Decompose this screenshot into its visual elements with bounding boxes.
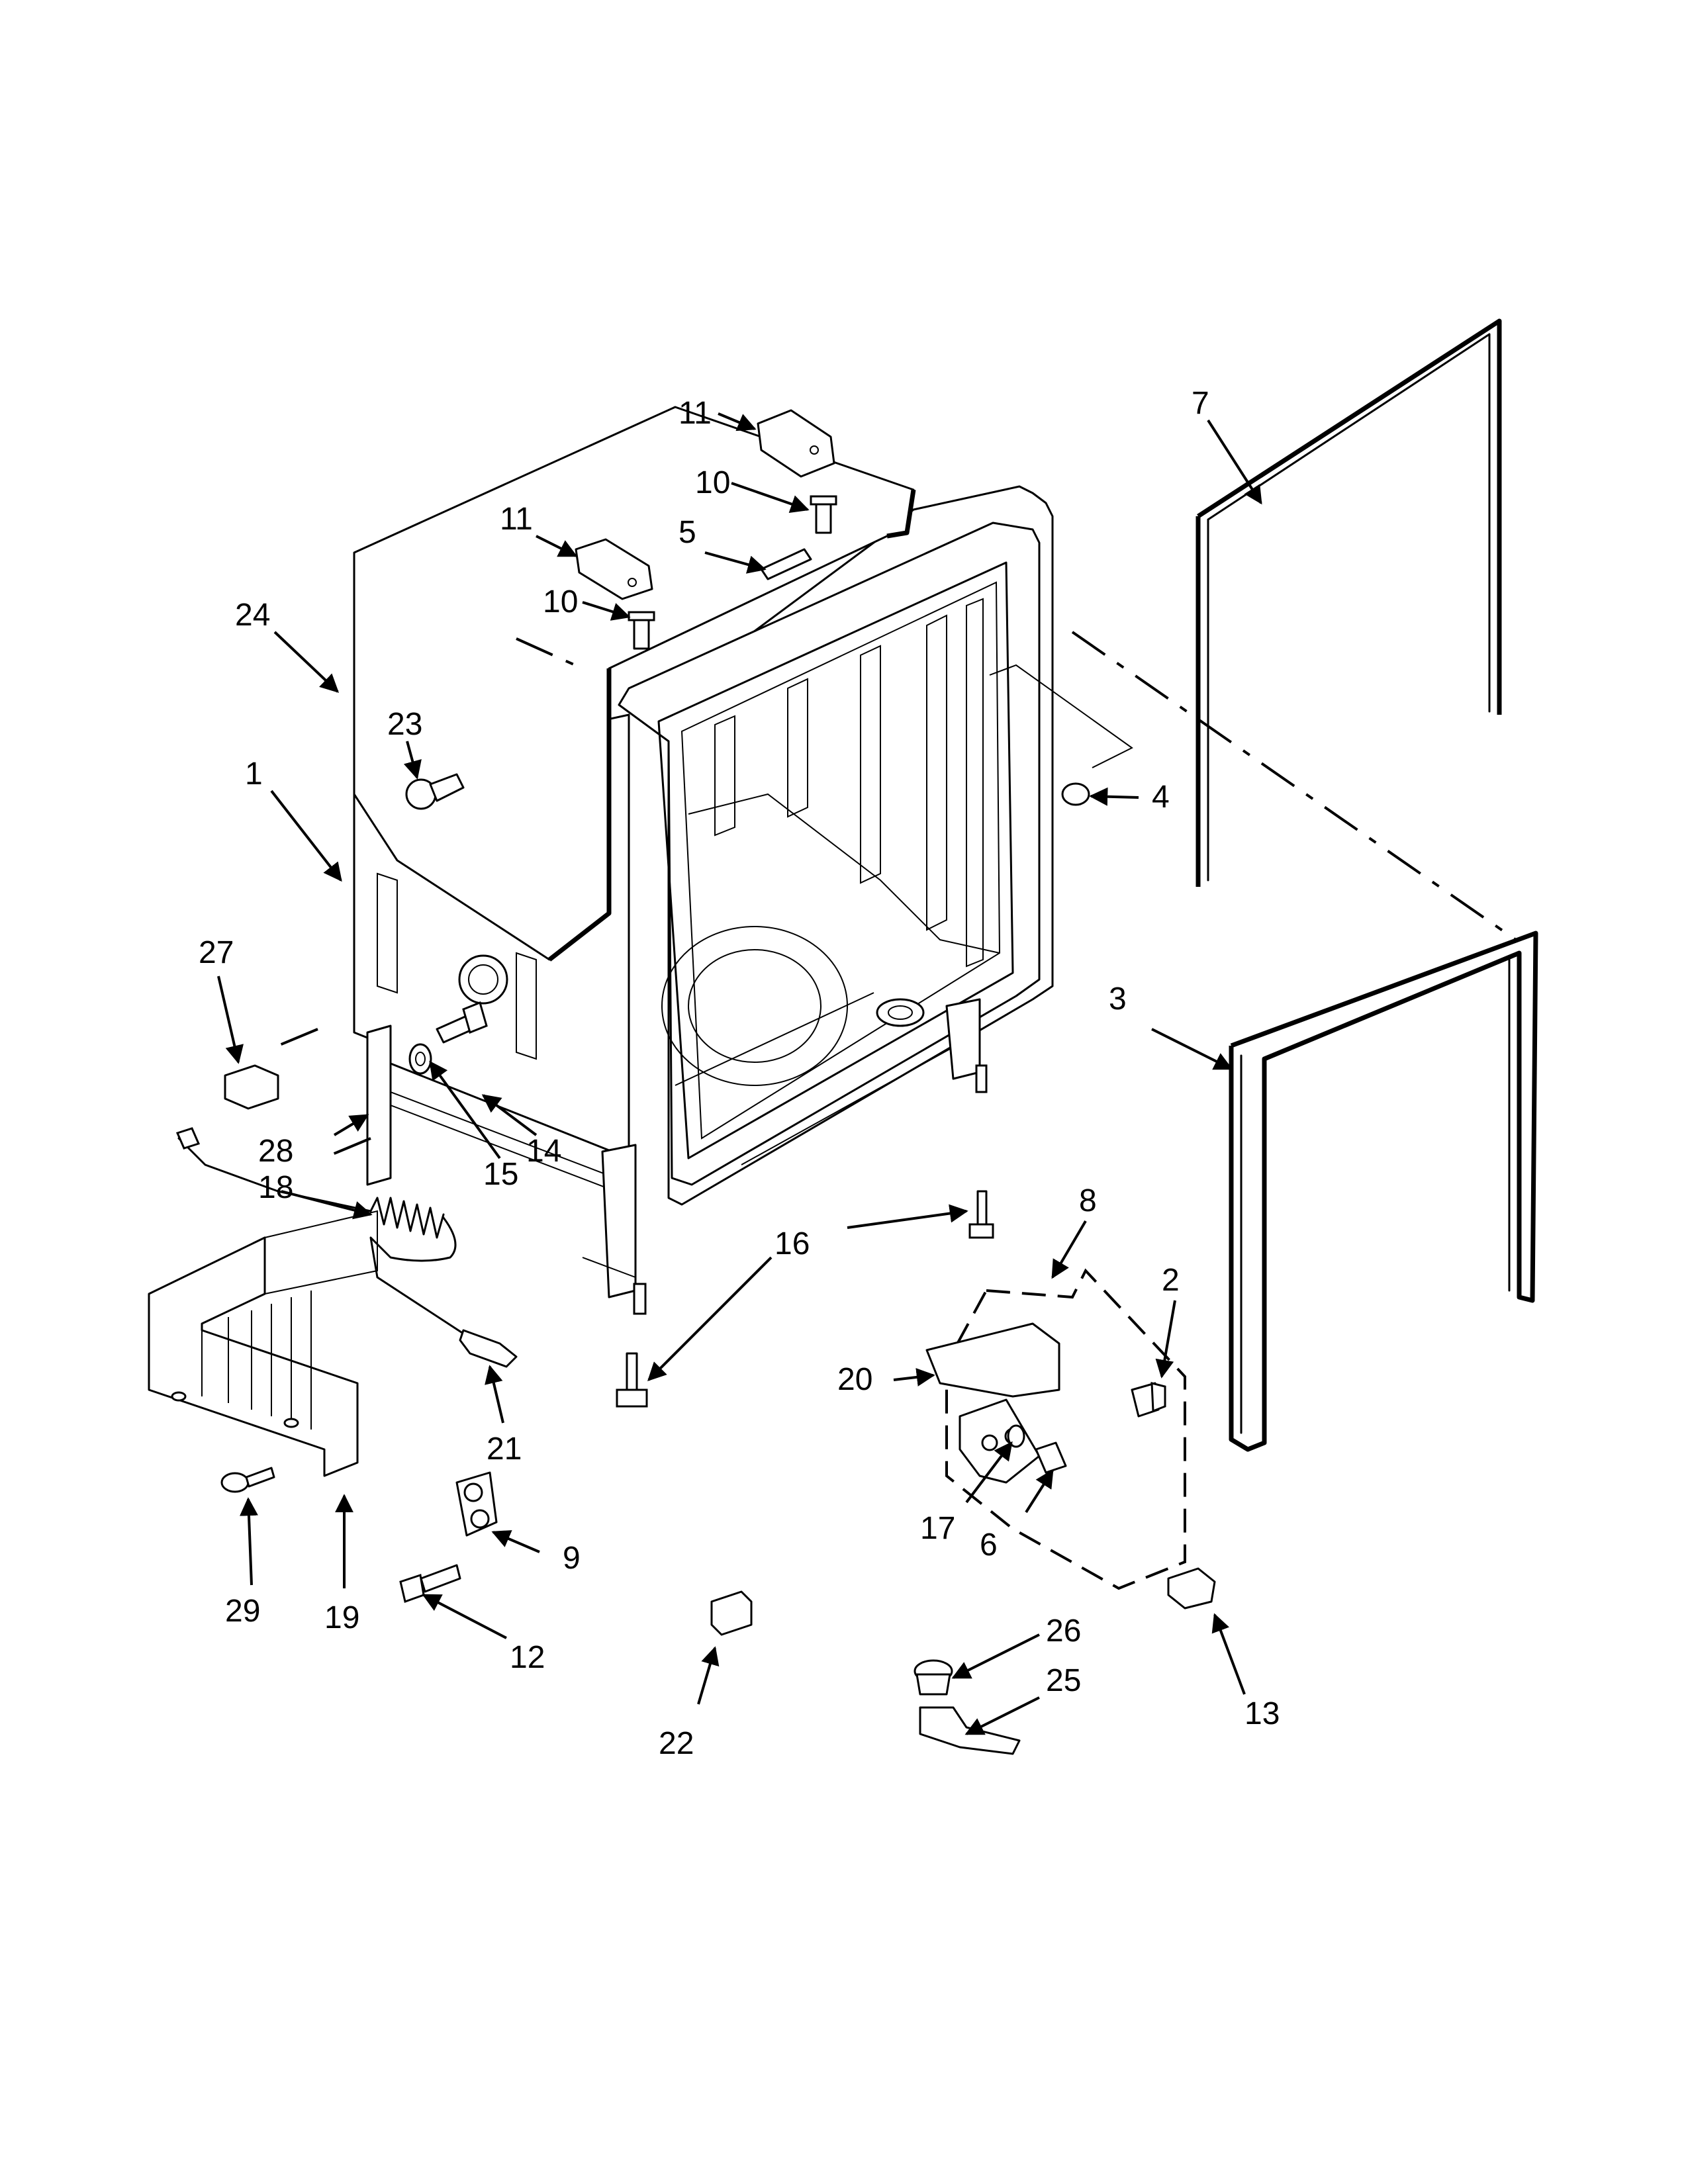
alignment-line-wrap [277,1028,371,1156]
part-label-19: 19 [324,1600,359,1635]
access-panel [148,1210,378,1477]
hinge-bracket-lower [575,538,653,600]
part-label-10: 10 [695,465,730,500]
alignment-line-insulation [516,637,583,670]
part-label-8: 8 [1079,1183,1097,1218]
part-label-24: 24 [235,598,270,633]
part-label-2: 2 [1162,1263,1180,1298]
part-label-12: 12 [510,1640,545,1675]
part-label-27: 27 [199,935,234,970]
clip [224,1064,279,1110]
part-label-18: 18 [258,1170,293,1205]
part-label-26: 26 [1046,1614,1081,1649]
door-gasket-lower [1229,931,1538,1452]
part-label-20: 20 [837,1362,872,1397]
part-label-6: 6 [980,1527,998,1563]
leveling-leg-left [616,1352,648,1408]
door-gasket-upper [1196,318,1502,887]
part-label-11: 11 [679,396,712,431]
part-label-1: 1 [245,756,263,792]
cable-link [459,1329,518,1368]
bracket-kit [925,1268,1186,1590]
part-labels: 7 11 10 11 5 10 24 23 1 4 3 27 14 28 15 … [199,386,1280,1761]
alignment-line-gasket [1071,631,1517,941]
washer-15 [408,1043,432,1075]
hinge-bracket-upper [757,409,835,478]
plug-button [405,773,465,810]
part-label-3: 3 [1109,981,1127,1017]
part-label-28: 28 [258,1134,293,1169]
part-label-25: 25 [1046,1663,1081,1698]
fastener-29 [220,1467,275,1493]
bolt-12 [399,1564,461,1603]
retainer-13 [1167,1567,1216,1610]
part-label-9: 9 [563,1541,581,1576]
part-label-5: 5 [679,515,696,550]
part-label-10: 10 [543,584,578,619]
leveling-leg-right [968,1190,994,1239]
bracket-9 [455,1471,498,1537]
part-label-13: 13 [1244,1696,1280,1731]
sensor-26 [914,1659,953,1696]
part-label-22: 22 [659,1726,694,1761]
part-label-11: 11 [500,502,533,537]
screw-14 [436,1001,488,1044]
part-label-23: 23 [387,707,422,742]
door-bumper [1061,782,1090,806]
part-label-14: 14 [526,1134,561,1169]
screw-upper [810,495,837,534]
bumper-leader [989,664,1133,768]
part-label-15: 15 [483,1157,518,1192]
tub-insulation [353,406,916,1005]
part-label-7: 7 [1192,386,1209,421]
screw-2 [1131,1382,1166,1418]
part-label-4: 4 [1152,780,1170,815]
part-label-29: 29 [225,1594,260,1629]
mounting-strap [760,548,812,580]
clip-22 [710,1590,753,1636]
leader-lines [217,412,1262,1735]
part-label-21: 21 [487,1432,522,1467]
part-label-16: 16 [774,1226,810,1261]
part-label-17: 17 [920,1511,955,1546]
